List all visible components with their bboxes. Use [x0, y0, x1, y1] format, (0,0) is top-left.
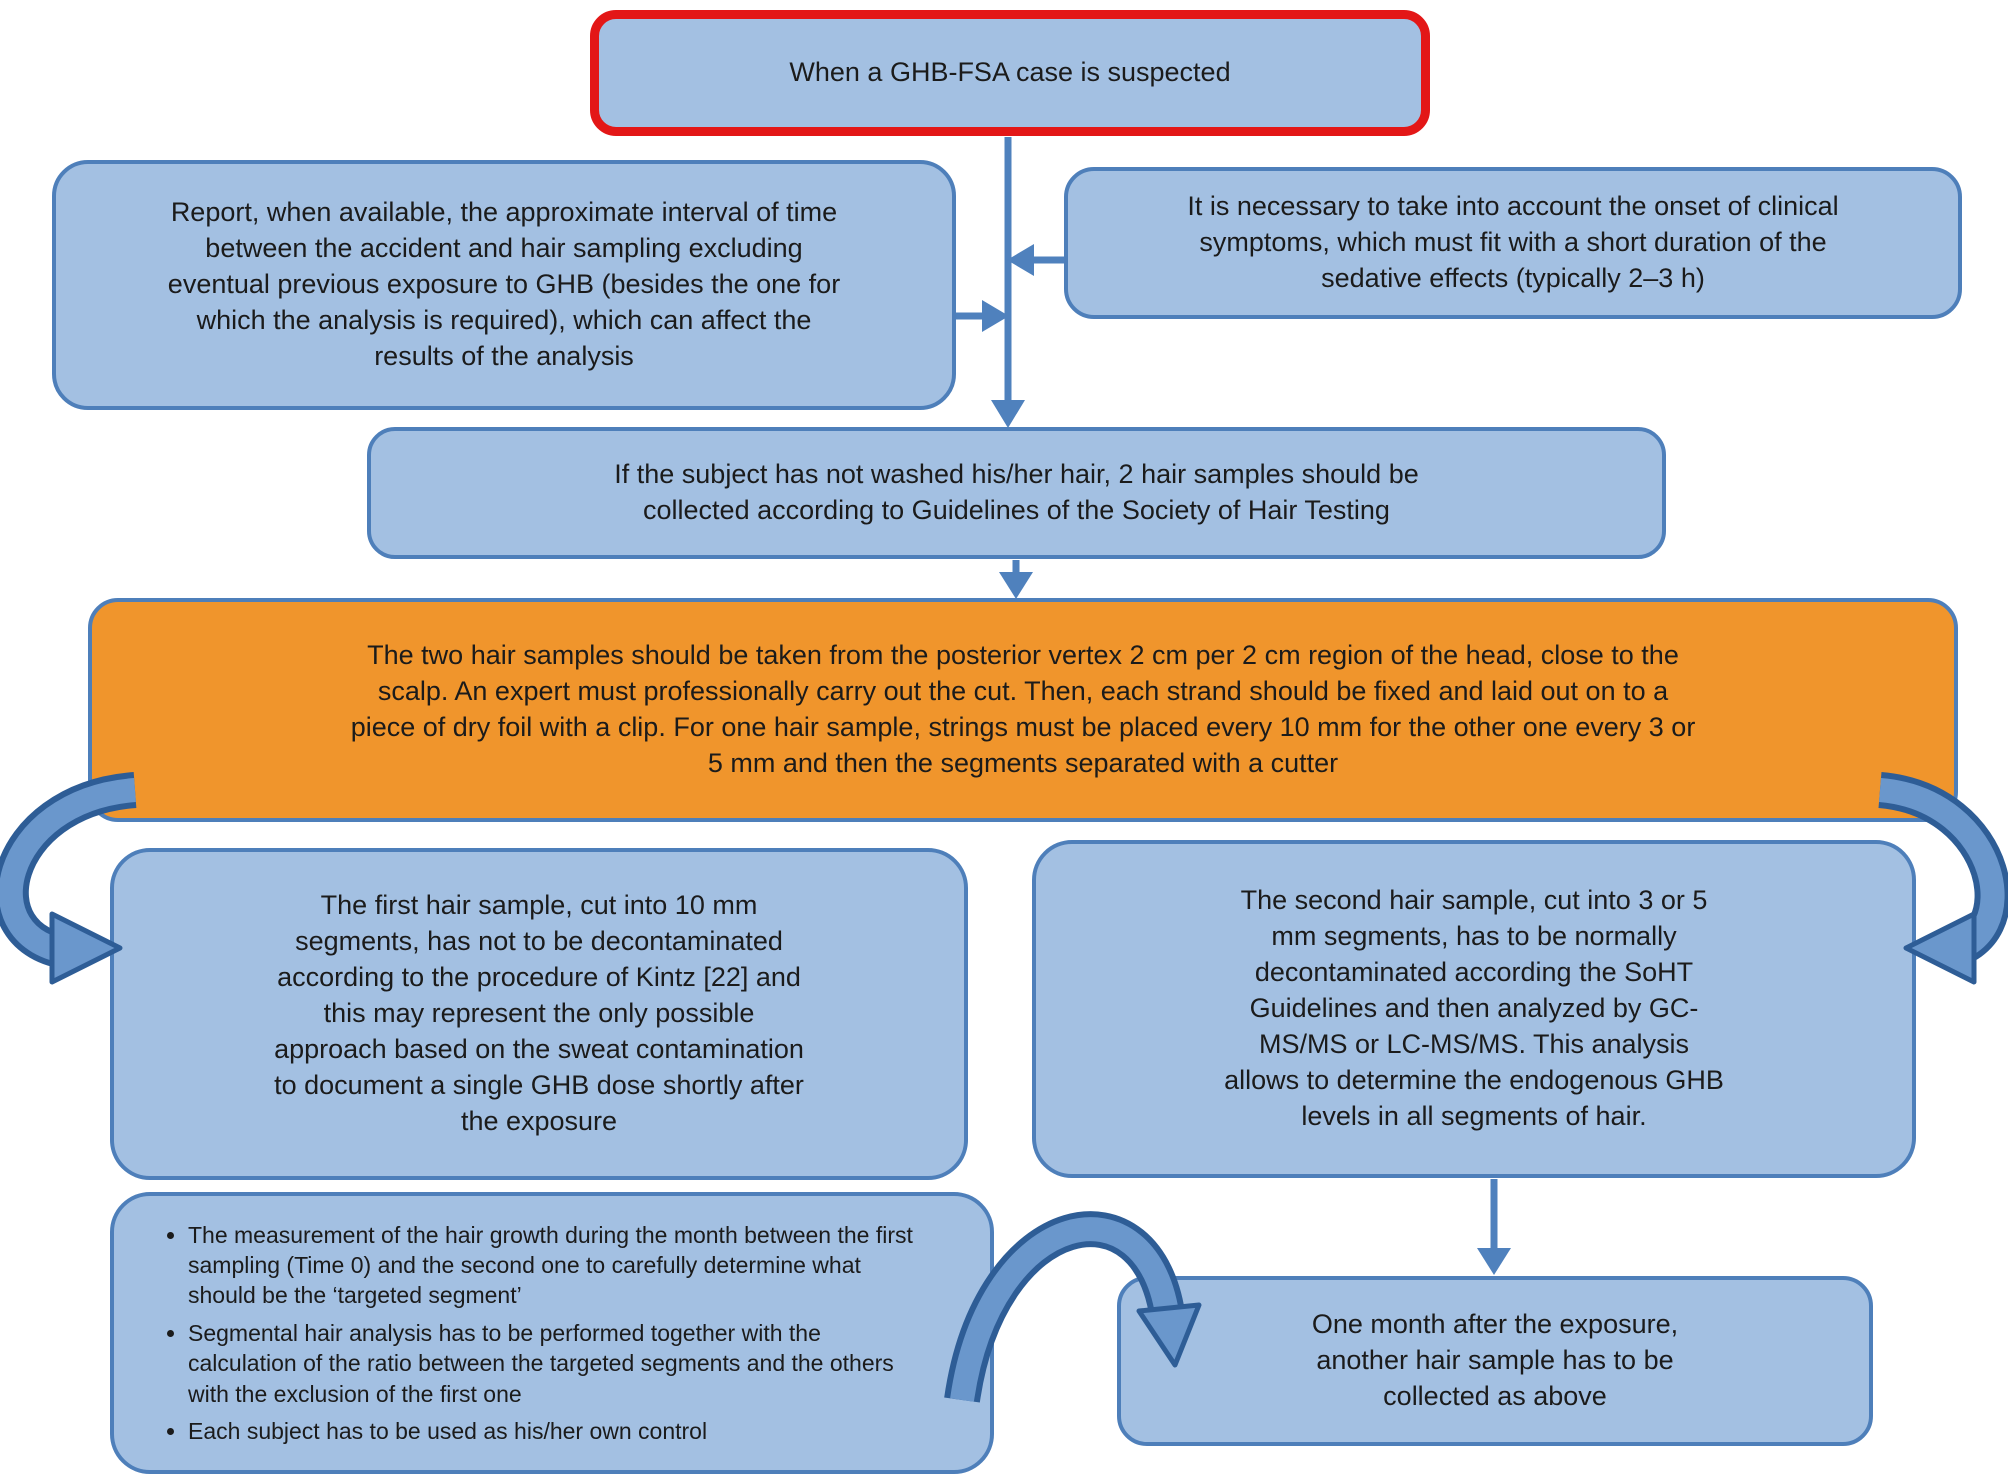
- node-start-text: When a GHB-FSA case is suspected: [789, 57, 1231, 88]
- node-report-text: Report, when available, the approximate …: [167, 197, 841, 371]
- arrow-down-start-to-collect-icon: [991, 137, 1025, 428]
- node-onemonth-text: One month after the exposure, another ha…: [1311, 1309, 1679, 1411]
- bullet-hair-growth: The measurement of the hair growth durin…: [188, 1220, 928, 1311]
- node-collect-samples: If the subject has not washed his/her ha…: [367, 427, 1666, 559]
- arrow-down-collect-to-procedure-icon: [999, 560, 1033, 599]
- node-procedure-text: The two hair samples should be taken fro…: [350, 640, 1696, 778]
- node-report-interval: Report, when available, the approximate …: [52, 160, 956, 410]
- followup-bullet-list: The measurement of the hair growth durin…: [142, 1213, 928, 1454]
- bullet-own-control: Each subject has to be used as his/her o…: [188, 1416, 928, 1446]
- node-clinical-onset: It is necessary to take into account the…: [1064, 167, 1962, 319]
- node-second-hair-sample: The second hair sample, cut into 3 or 5 …: [1032, 840, 1916, 1178]
- node-cutting-procedure: The two hair samples should be taken fro…: [88, 598, 1958, 822]
- arrow-right-report-to-junction-icon: [956, 300, 1009, 332]
- bullet-segmental-analysis: Segmental hair analysis has to be perfor…: [188, 1318, 928, 1409]
- node-one-month-resample: One month after the exposure, another ha…: [1117, 1276, 1873, 1446]
- node-first-text: The first hair sample, cut into 10 mm se…: [274, 890, 804, 1136]
- node-start-suspected-case: When a GHB-FSA case is suspected: [590, 10, 1430, 136]
- node-onset-text: It is necessary to take into account the…: [1187, 191, 1839, 293]
- node-collect-text: If the subject has not washed his/her ha…: [614, 459, 1419, 525]
- arrow-down-second-to-onemonth-icon: [1477, 1179, 1511, 1275]
- node-second-text: The second hair sample, cut into 3 or 5 …: [1224, 885, 1724, 1131]
- node-followup-analysis: The measurement of the hair growth durin…: [110, 1192, 994, 1474]
- arrow-left-onset-to-junction-icon: [1007, 244, 1064, 276]
- node-first-hair-sample: The first hair sample, cut into 10 mm se…: [110, 848, 968, 1180]
